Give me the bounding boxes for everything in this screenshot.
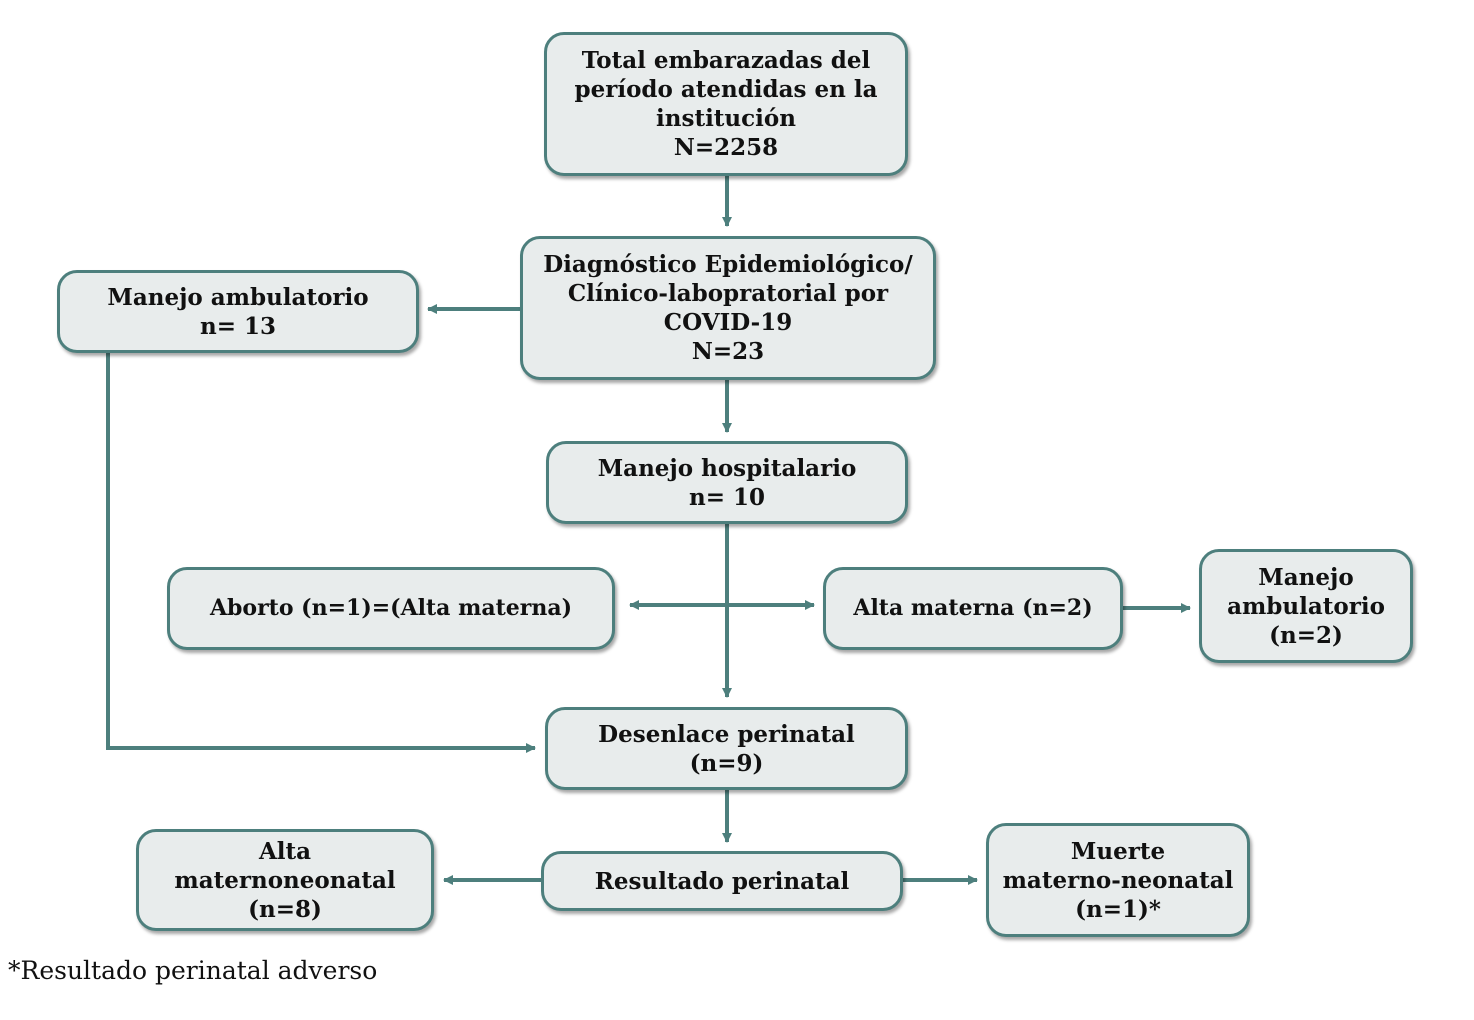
box-manejo-hospitalario-label: Manejo hospitalario <box>597 454 857 482</box>
box-alta-maternoneonatal-count: (n=8) <box>248 895 322 923</box>
box-alta-maternoneonatal: Alta maternoneonatal (n=8) <box>136 829 434 931</box>
box-aborto: Aborto (n=1)=(Alta materna) <box>167 567 615 650</box>
box-manejo-ambulatorio: Manejo ambulatorio n= 13 <box>57 270 419 353</box>
box-aborto-label: Aborto (n=1)=(Alta materna) <box>209 595 573 621</box>
box-desenlace-count: (n=9) <box>689 749 764 777</box>
box-total-line-3: institución <box>656 105 796 132</box>
box-resultado-perinatal: Resultado perinatal <box>541 851 903 911</box>
box-manejo-ambulatorio-2-count: (n=2) <box>1269 621 1343 649</box>
box-alta-maternoneonatal-line-2: maternoneonatal <box>174 866 396 894</box>
box-manejo-ambulatorio-label: Manejo ambulatorio <box>107 283 369 311</box>
box-muerte-materno-neonatal: Muerte materno-neonatal (n=1)* <box>986 823 1250 937</box>
box-total-embarazadas: Total embarazadas del período atendidas … <box>544 32 908 176</box>
box-alta-materna-label: Alta materna (n=2) <box>853 595 1093 621</box>
arrow-manejo-ambulatorio-to-desenlace <box>106 353 536 753</box>
box-manejo-ambulatorio-count: n= 13 <box>199 312 276 340</box>
box-manejo-hospitalario-count: n= 10 <box>688 483 765 511</box>
box-manejo-ambulatorio-2-line-1: Manejo <box>1258 563 1354 591</box>
box-resultado-label: Resultado perinatal <box>594 867 850 895</box>
box-alta-materna: Alta materna (n=2) <box>823 567 1123 650</box>
box-total-line-2: período atendidas en la <box>574 76 878 103</box>
box-desenlace-perinatal: Desenlace perinatal (n=9) <box>545 707 908 790</box>
box-diagnostico-line-1: Diagnóstico Epidemiológico/ <box>543 251 913 278</box>
box-alta-maternoneonatal-line-1: Alta <box>258 837 312 865</box>
box-manejo-hospitalario: Manejo hospitalario n= 10 <box>546 441 908 524</box>
box-diagnostico-count: N=23 <box>691 338 765 365</box>
box-desenlace-label: Desenlace perinatal <box>598 720 855 748</box>
box-muerte-count: (n=1)* <box>1075 895 1161 923</box>
box-diagnostico-covid: Diagnóstico Epidemiológico/ Clínico-labo… <box>520 236 936 380</box>
box-muerte-line-1: Muerte <box>1070 837 1166 865</box>
box-diagnostico-line-3: COVID-19 <box>663 309 793 336</box>
box-manejo-ambulatorio-2-line-2: ambulatorio <box>1227 592 1385 620</box>
box-manejo-ambulatorio-2: Manejo ambulatorio (n=2) <box>1199 549 1413 663</box>
box-diagnostico-line-2: Clínico-labopratorial por <box>567 280 889 307</box>
box-muerte-line-2: materno-neonatal <box>1002 866 1234 894</box>
box-total-line-1: Total embarazadas del <box>581 47 871 74</box>
box-total-count: N=2258 <box>673 134 779 161</box>
footnote: *Resultado perinatal adverso <box>8 956 378 985</box>
